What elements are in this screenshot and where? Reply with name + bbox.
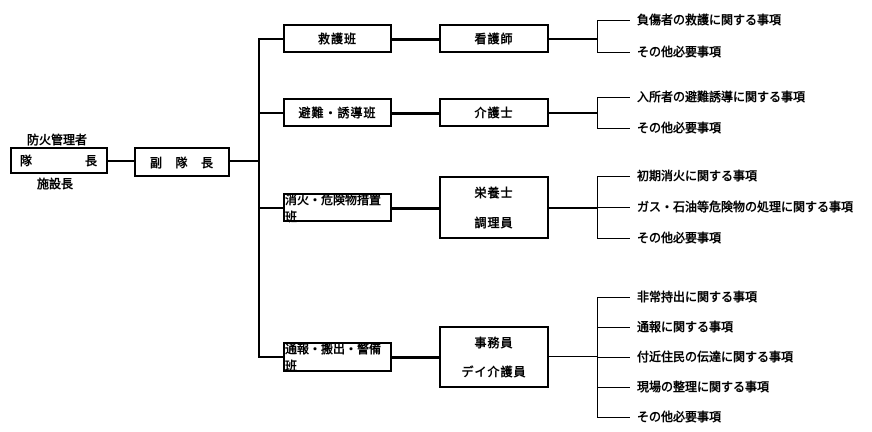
staff-caregiver-box: 介護士 xyxy=(439,98,549,127)
duty-tick xyxy=(597,238,630,239)
staff-kitchen-box: 栄養士 調理員 xyxy=(439,176,549,239)
team-firefighting-name: 消火・危険物措置班 xyxy=(285,192,382,224)
duty-tick xyxy=(597,357,630,358)
duty-item: 入所者の避難誘導に関する事項 xyxy=(637,90,806,104)
connector-commander-vice xyxy=(108,160,134,162)
fire-manager-label: 防火管理者 xyxy=(27,133,88,147)
duty-item: ガス・石油等危険物の処理に関する事項 xyxy=(637,200,854,214)
duty-item: その他必要事項 xyxy=(637,121,722,135)
commander-title-right: 長 xyxy=(84,154,98,168)
vice-char-2: 隊 xyxy=(175,155,189,170)
staff-day-care-worker: デイ介護員 xyxy=(461,365,527,379)
connector-vice-trunk xyxy=(230,160,258,162)
staff-nurse-box: 看護師 xyxy=(439,24,549,53)
duty-tick xyxy=(597,128,630,129)
duty-item: 負傷者の救護に関する事項 xyxy=(637,13,782,27)
team-evacuation-name: 避難・誘導班 xyxy=(298,106,377,120)
vice-commander-box: 副 隊 長 xyxy=(134,147,230,177)
duty-item: その他必要事項 xyxy=(637,231,722,245)
team-evacuation-box: 避難・誘導班 xyxy=(283,98,392,127)
duty-item: 通報に関する事項 xyxy=(637,320,734,334)
commander-title-left: 隊 xyxy=(20,154,34,168)
staff-nutritionist: 栄養士 xyxy=(474,186,514,201)
duty-trunk-rescue xyxy=(597,20,598,53)
branch-team-rescue xyxy=(258,38,283,40)
connector-rescue-staff xyxy=(392,38,439,41)
duty-item: 初期消火に関する事項 xyxy=(637,169,758,183)
team-rescue-box: 救護班 xyxy=(283,24,392,53)
connector-reporting-staff xyxy=(392,356,439,359)
duty-item: その他必要事項 xyxy=(637,45,722,59)
commander-box: 隊 長 xyxy=(10,147,108,174)
vice-char-1: 副 xyxy=(150,155,164,170)
connector-nurse-duties xyxy=(549,38,597,40)
connector-kitchen-duties xyxy=(549,207,597,209)
duty-tick xyxy=(597,417,630,418)
vice-char-3: 長 xyxy=(200,155,214,170)
duty-tick xyxy=(597,297,630,298)
duty-item: その他必要事項 xyxy=(637,410,722,424)
duty-tick xyxy=(597,387,630,388)
duty-tick xyxy=(597,327,630,328)
facility-director-label: 施設長 xyxy=(37,177,74,191)
staff-office-box: 事務員 デイ介護員 xyxy=(439,326,549,388)
connector-caregiver-duties xyxy=(549,112,597,114)
staff-cook: 調理員 xyxy=(474,215,514,230)
staff-caregiver: 介護士 xyxy=(474,106,514,120)
duty-trunk-evacuation xyxy=(597,97,598,129)
duty-tick xyxy=(597,97,630,98)
team-trunk-line xyxy=(258,38,260,358)
team-rescue-name: 救護班 xyxy=(317,32,357,46)
branch-team-reporting xyxy=(258,356,283,358)
duty-item: 現場の整理に関する事項 xyxy=(637,380,770,394)
duty-tick xyxy=(597,207,630,208)
duty-tick xyxy=(597,20,630,21)
team-reporting-name: 通報・搬出・警備班 xyxy=(285,342,382,373)
staff-clerk: 事務員 xyxy=(474,336,514,350)
duty-tick xyxy=(597,52,630,53)
team-firefighting-box: 消火・危険物措置班 xyxy=(283,192,392,224)
connector-office-duties xyxy=(549,356,597,357)
connector-evacuation-staff xyxy=(392,112,439,115)
team-reporting-box: 通報・搬出・警備班 xyxy=(283,342,392,373)
staff-nurse: 看護師 xyxy=(474,32,514,46)
duty-item: 付近住民の伝達に関する事項 xyxy=(637,350,794,364)
branch-team-evacuation xyxy=(258,112,283,114)
branch-team-firefighting xyxy=(258,207,283,209)
duty-item: 非常持出に関する事項 xyxy=(637,290,758,304)
duty-tick xyxy=(597,176,630,177)
connector-firefighting-staff xyxy=(392,207,439,210)
